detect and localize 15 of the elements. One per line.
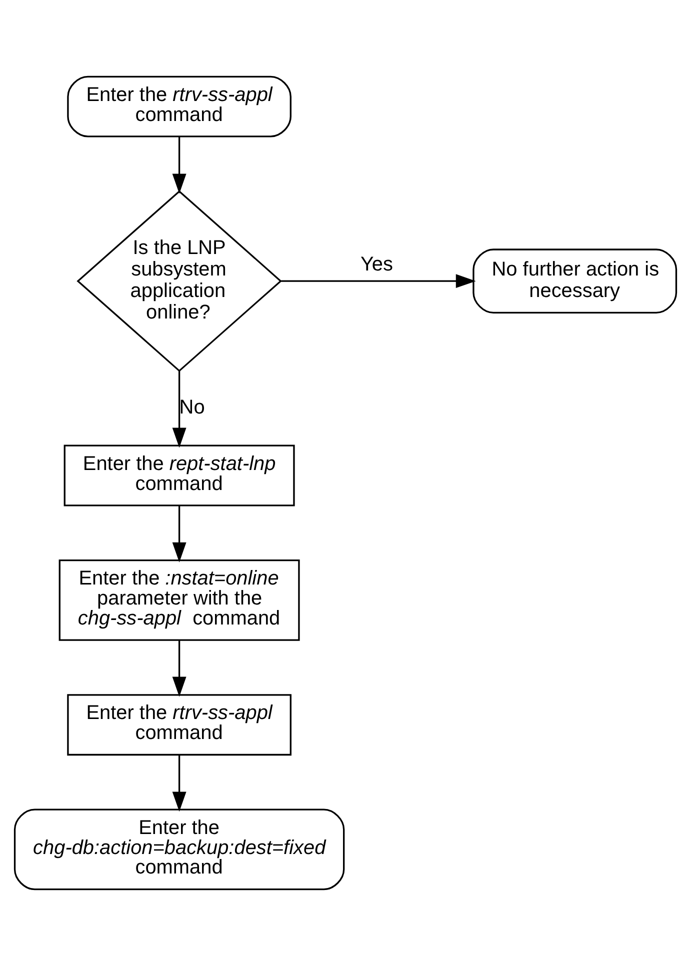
node-box: No further action is necessary xyxy=(472,248,678,313)
node-box: Enter the :nstat=online parameter with the chg-ss-appl command xyxy=(58,558,300,640)
arrow xyxy=(172,640,186,696)
edge-label: Yes xyxy=(360,252,393,275)
arrow xyxy=(172,505,186,562)
arrow xyxy=(281,274,476,288)
node-diamond: Is the LNP subsystem application online? xyxy=(76,190,282,372)
arrow xyxy=(172,370,186,448)
node-box: Enter the rtrv-ss-appl command xyxy=(67,75,292,137)
node-box: Enter the chg-db:action=backup:dest=fixed command xyxy=(14,808,345,890)
node-box: Enter the rept-stat-lnp command xyxy=(64,444,295,506)
arrow xyxy=(172,136,186,194)
edge-label: No xyxy=(179,396,205,418)
arrow xyxy=(172,754,186,812)
node-box: Enter the rtrv-ss-appl command xyxy=(67,694,292,756)
